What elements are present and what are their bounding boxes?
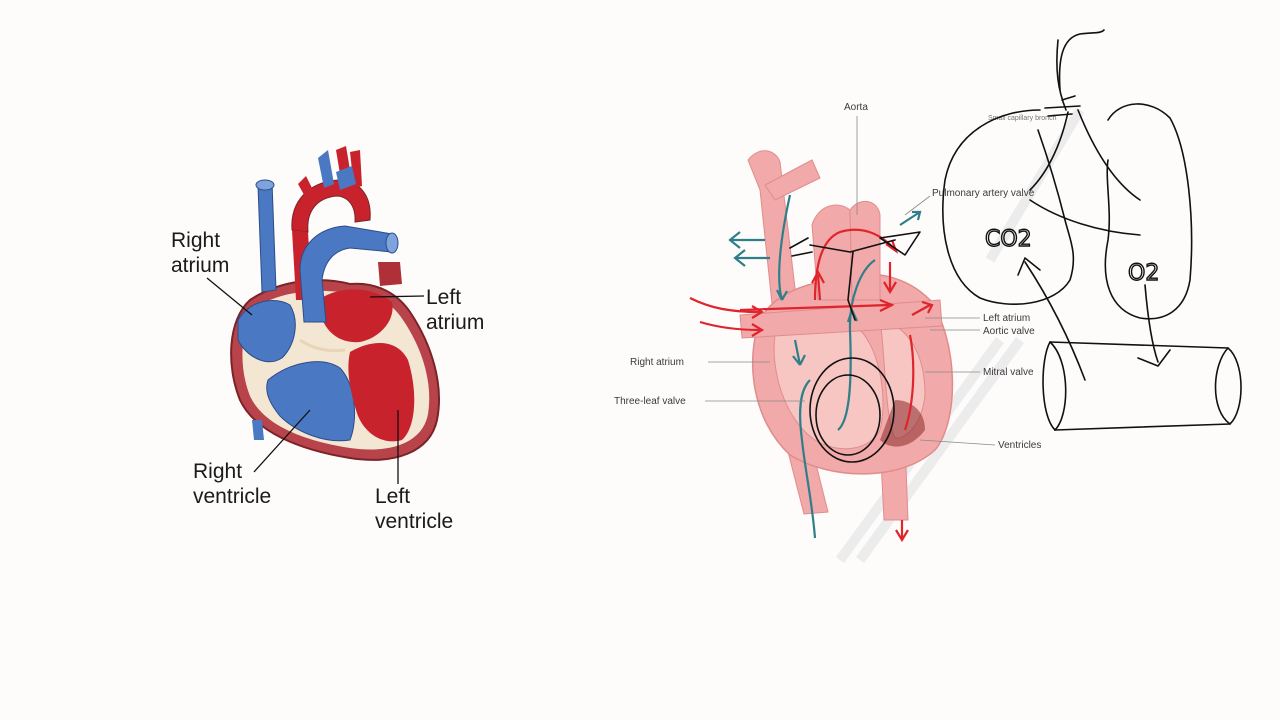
trachea-stroke xyxy=(1058,29,1105,91)
label-right-atrium-small: Right atrium xyxy=(630,357,684,368)
label-left-ventricle-line2: ventricle xyxy=(375,510,453,533)
label-right-atrium: Right atrium xyxy=(171,229,229,277)
right-leader-lines xyxy=(705,116,996,446)
label-right-atrium-line2: atrium xyxy=(171,254,229,277)
blood-flow-diagram xyxy=(689,107,1085,563)
handwritten-annotations xyxy=(789,29,1242,463)
anatomical-heart-illustration xyxy=(206,146,440,484)
label-left-ventricle-line1: Left xyxy=(375,485,410,508)
oxygenated-flow xyxy=(689,228,934,543)
label-ventricles: Ventricles xyxy=(998,440,1041,451)
label-aortic-valve: Aortic valve xyxy=(983,326,1035,337)
leader-right-ventricle xyxy=(253,409,311,473)
left-lung-outline xyxy=(942,109,1075,306)
label-mitral-valve: Mitral valve xyxy=(983,367,1034,378)
label-right-ventricle: Right ventricle xyxy=(193,460,271,508)
label-left-atrium-line2: atrium xyxy=(426,311,484,334)
deoxygenated-flow xyxy=(728,194,922,539)
label-three-leaf-valve: Three-leaf valve xyxy=(614,396,686,407)
leader-right-atrium xyxy=(206,277,253,316)
label-pulmonary-artery-valve: Pulmonary artery valve xyxy=(932,188,1035,199)
label-left-atrium-line1: Left xyxy=(426,286,461,309)
label-partial-top: Small capillary bronch xyxy=(988,115,1057,122)
annotation-o2: O2 xyxy=(1128,261,1159,286)
label-right-ventricle-line1: Right xyxy=(193,460,242,483)
label-aorta: Aorta xyxy=(844,102,868,113)
label-left-atrium-small: Left atrium xyxy=(983,313,1030,324)
right-lung-outline xyxy=(1104,103,1193,320)
label-right-atrium-line1: Right xyxy=(171,229,220,252)
label-right-ventricle-line2: ventricle xyxy=(193,485,271,508)
annotation-co2: CO2 xyxy=(985,227,1032,252)
label-left-atrium: Left atrium xyxy=(426,286,484,334)
label-left-ventricle: Left ventricle xyxy=(375,485,453,533)
circled-chamber xyxy=(809,357,895,463)
leader-left-atrium xyxy=(369,295,425,298)
